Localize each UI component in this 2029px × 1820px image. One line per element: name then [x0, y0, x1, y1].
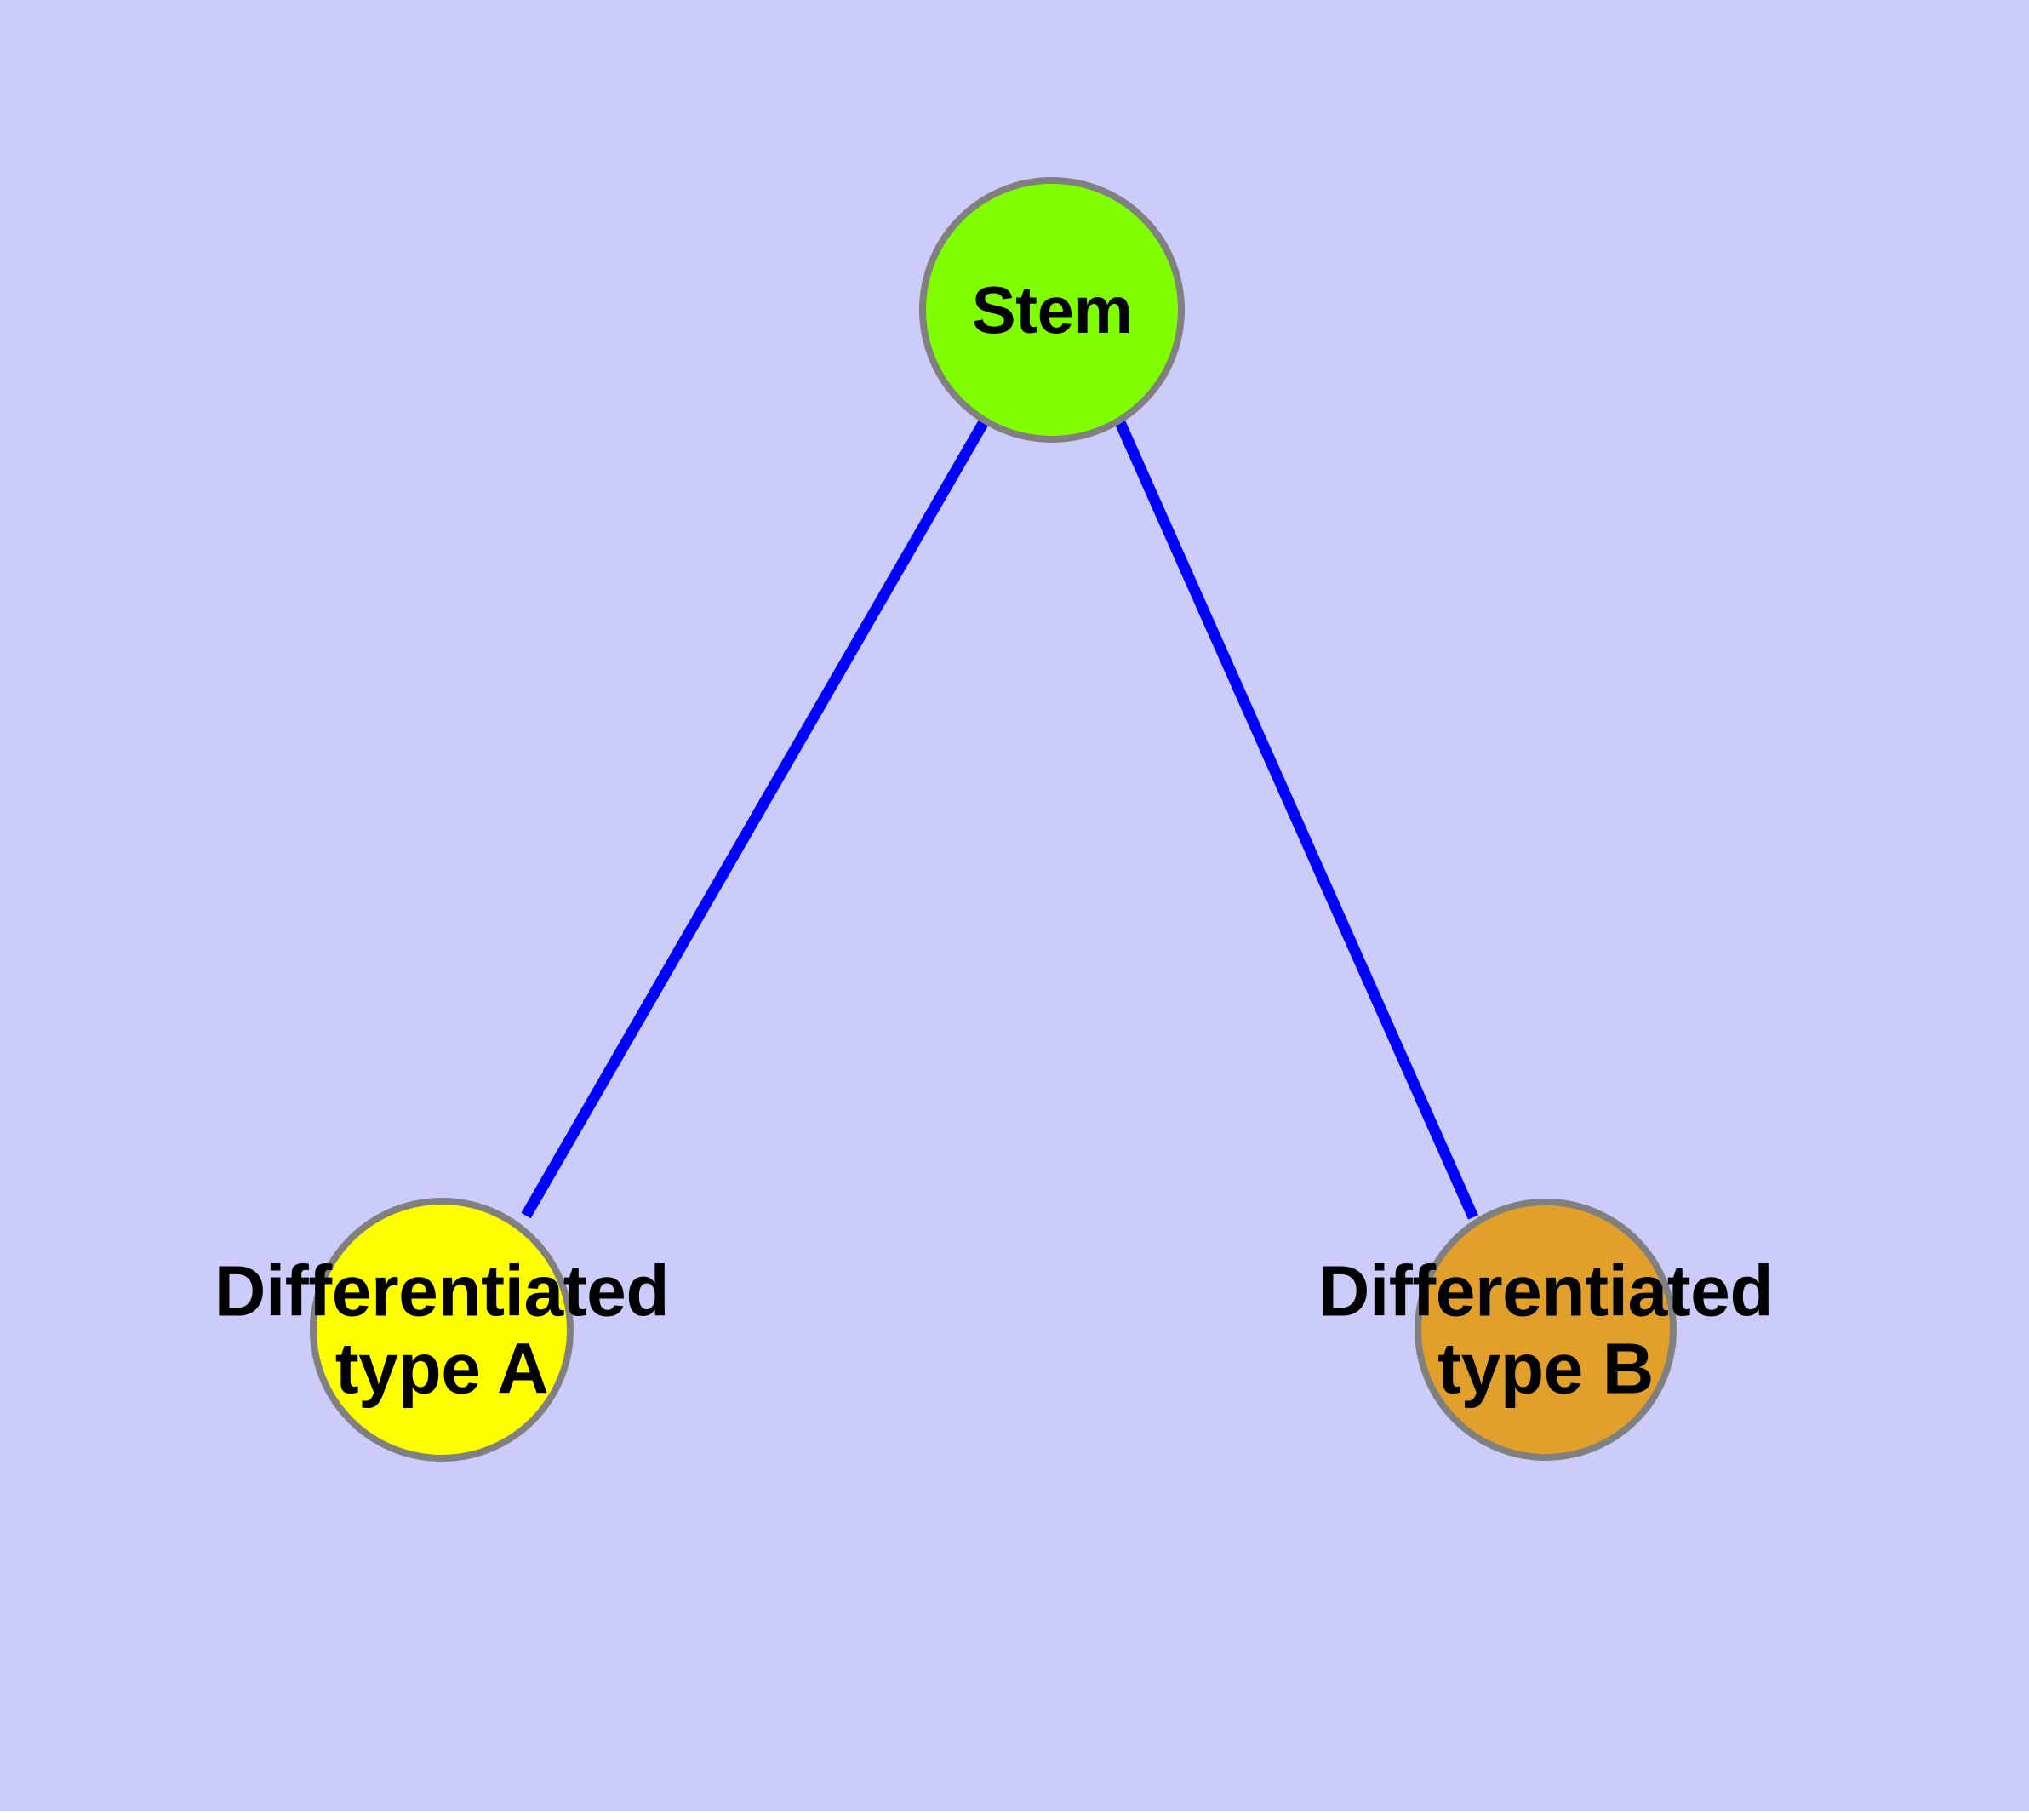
node-diff-b[interactable] [1415, 1199, 1677, 1461]
edge-stem-to-diff-a[interactable] [521, 417, 990, 1219]
node-diff-a[interactable] [310, 1198, 574, 1462]
edge-stem-to-diff-b[interactable] [1114, 418, 1478, 1220]
node-stem[interactable] [919, 177, 1185, 443]
nodes-layer [310, 177, 1677, 1462]
edges-layer [521, 417, 1478, 1220]
